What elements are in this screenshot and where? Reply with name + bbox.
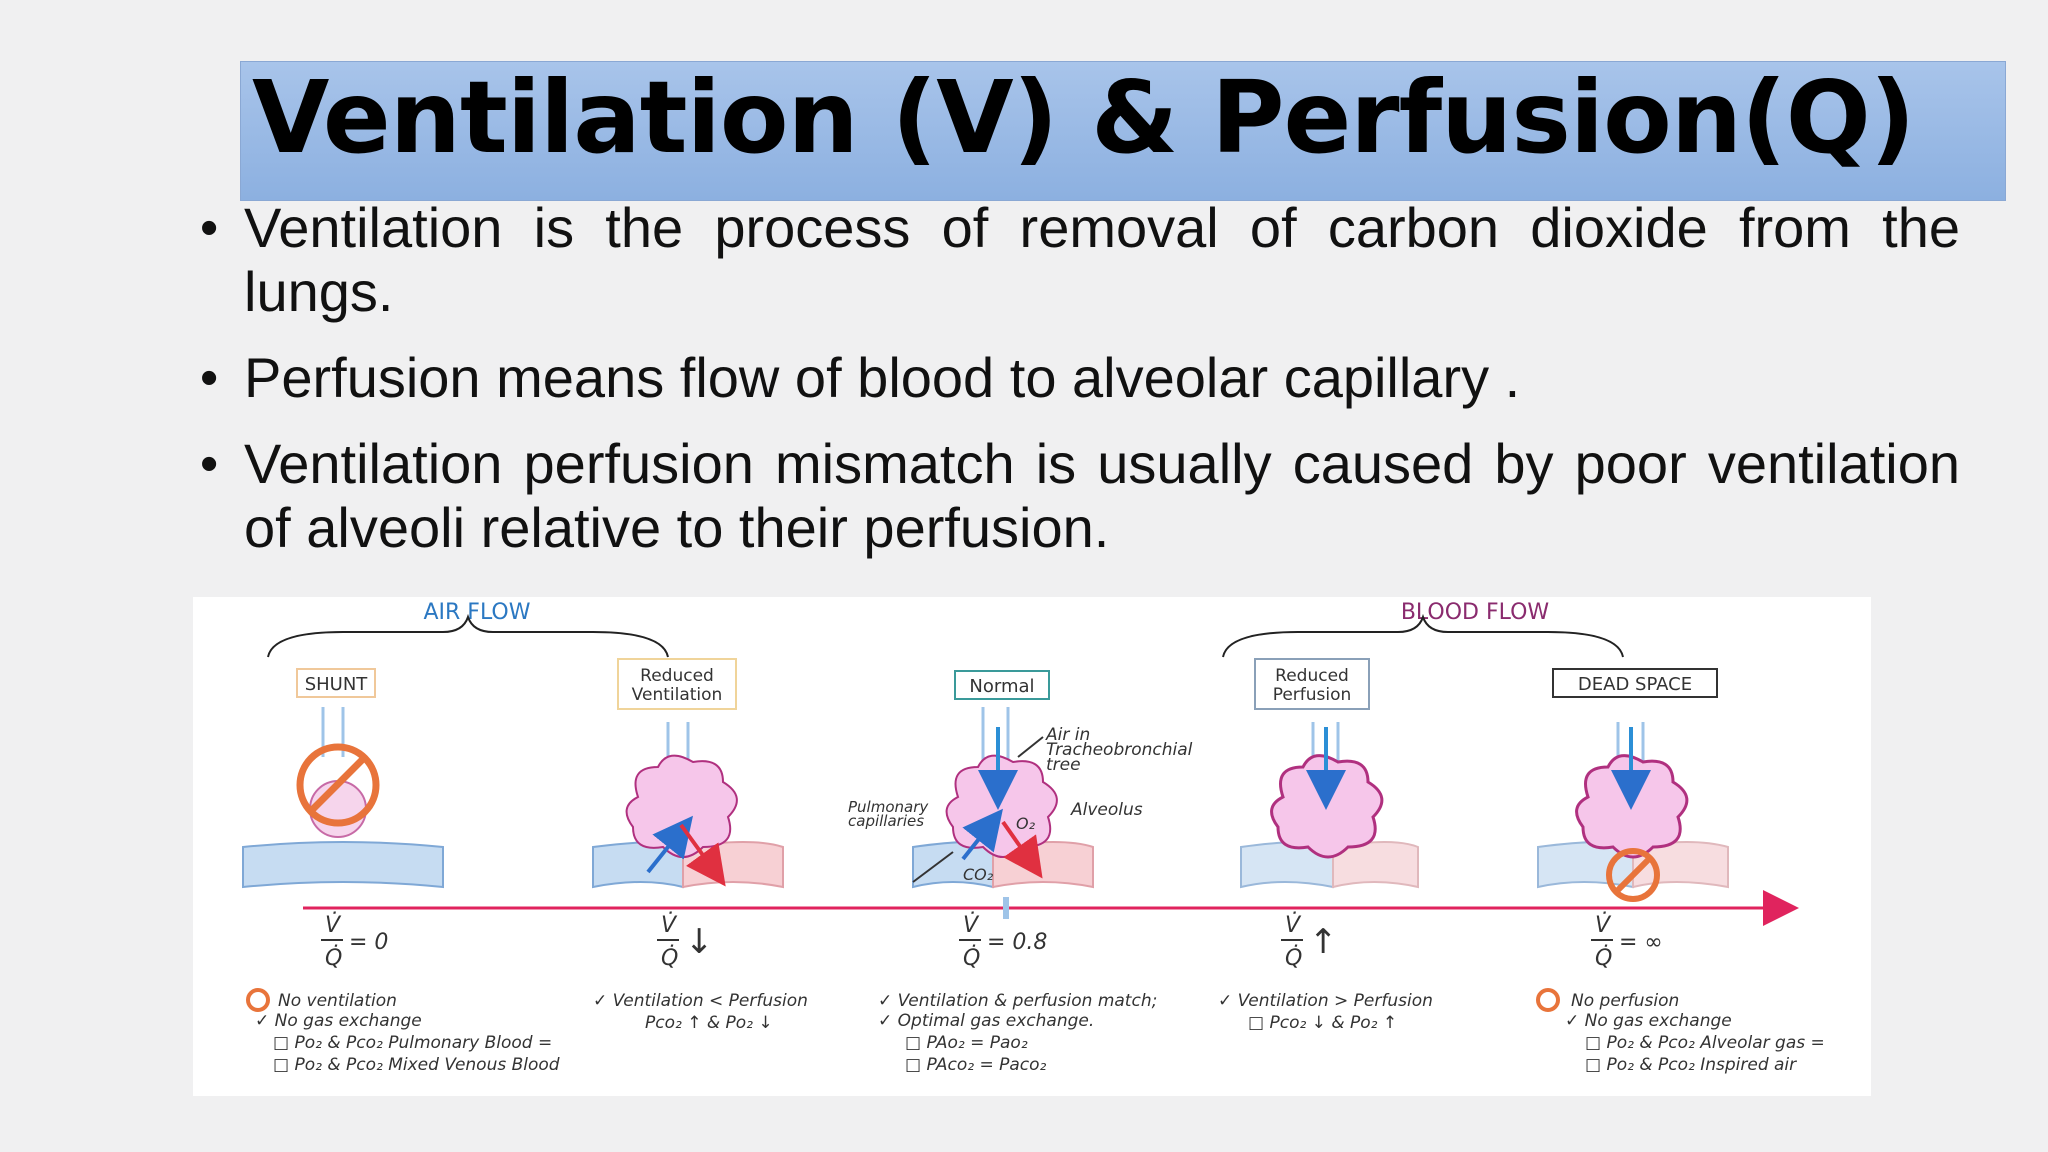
ratio-dead-space: V̇ Q̇ = ∞ xyxy=(1591,912,1663,971)
note-line: ✓ No gas exchange xyxy=(1565,1011,1732,1031)
ratio-q: Q̇ xyxy=(661,945,678,971)
no-ventilation-icon xyxy=(296,743,380,827)
bullet-item: • Ventilation is the process of removal o… xyxy=(200,196,1960,324)
vq-diagram-svg: AIR FLOW BLOOD FLOW SHUNT Reduced Ventil… xyxy=(242,600,1825,1075)
normal-box xyxy=(954,670,1050,700)
dead-space-label: DEAD SPACE xyxy=(1578,674,1692,695)
note-line: ✓ Ventilation & perfusion match; xyxy=(878,991,1157,1011)
tracheobronchial-label: Tracheobronchial xyxy=(1046,740,1193,760)
note-line: ✓ Ventilation < Perfusion xyxy=(593,991,808,1011)
air-flow-label: AIR FLOW xyxy=(423,600,530,625)
bullet-dot: • xyxy=(200,349,219,407)
ratio-normal: V̇ Q̇ = 0.8 xyxy=(959,912,1047,971)
no-perfusion-icon xyxy=(1606,848,1660,902)
notes-shunt: No ventilation ✓ No gas exchange □ Po₂ &… xyxy=(255,991,560,1075)
normal-co2-arrow xyxy=(1001,820,1043,879)
capillaries-label: capillaries xyxy=(848,812,924,830)
bullet-dot: • xyxy=(200,199,219,257)
note-line: □ Po₂ & Pco₂ Mixed Venous Blood xyxy=(273,1055,560,1075)
ratio-v: V̇ xyxy=(1595,912,1612,938)
note-line: □ Po₂ & Pco₂ Inspired air xyxy=(1585,1055,1797,1075)
bullet-item: • Ventilation perfusion mismatch is usual… xyxy=(200,432,1960,560)
normal-alveolus xyxy=(945,754,1058,858)
shunt-capillary xyxy=(242,841,444,889)
ratio-q: Q̇ xyxy=(325,945,342,971)
ratio-value: ↓ xyxy=(685,922,714,962)
no-ventilation-note-icon xyxy=(246,988,270,1012)
reduced-perfusion-label-1: Reduced xyxy=(1275,666,1349,686)
reduced-vent-alveolus xyxy=(625,754,738,858)
note-line: ✓ No gas exchange xyxy=(255,1011,422,1031)
notes-dead-space: No perfusion ✓ No gas exchange □ Po₂ & P… xyxy=(1565,991,1825,1075)
vq-diagram: AIR FLOW BLOOD FLOW SHUNT Reduced Ventil… xyxy=(193,597,1871,1096)
ratio-v: V̇ xyxy=(1285,912,1302,938)
title-banner xyxy=(240,61,2006,201)
ratio-q: Q̇ xyxy=(963,945,980,971)
slide-title: Ventilation (V) & Perfusion(Q) xyxy=(252,59,1915,176)
o2-label: O₂ xyxy=(1016,814,1036,833)
normal-label: Normal xyxy=(969,676,1034,697)
shunt-alveolus xyxy=(309,780,367,838)
ratio-v: V̇ xyxy=(325,912,342,938)
note-line: No perfusion xyxy=(1571,991,1679,1011)
alveolus-label: Alveolus xyxy=(1070,800,1143,820)
ratio-value: = 0 xyxy=(349,930,388,955)
note-line: □ Po₂ & Pco₂ Alveolar gas = xyxy=(1585,1033,1825,1053)
notes-reduced-ventilation: ✓ Ventilation < Perfusion Pco₂ ↑ & Po₂ ↓ xyxy=(593,991,808,1033)
ratio-q: Q̇ xyxy=(1285,945,1302,971)
note-line: □ Pco₂ ↓ & Po₂ ↑ xyxy=(1248,1013,1397,1033)
bullet-text: Ventilation perfusion mismatch is usuall… xyxy=(244,432,1960,559)
notes-normal: ✓ Ventilation & perfusion match; ✓ Optim… xyxy=(878,991,1157,1075)
note-line: No ventilation xyxy=(278,991,397,1011)
bullet-text: Perfusion means flow of blood to alveola… xyxy=(244,346,1521,409)
bullet-dot: • xyxy=(200,435,219,493)
normal-airway-pointer xyxy=(1017,736,1044,758)
note-line: Pco₂ ↑ & Po₂ ↓ xyxy=(645,1013,773,1033)
reduced-vent-o2-arrow xyxy=(646,815,693,874)
no-perfusion-icon-slash xyxy=(1613,855,1653,895)
reduced-perfusion-box xyxy=(1254,658,1370,710)
air-flow-brace xyxy=(267,613,669,658)
note-line: □ Po₂ & Pco₂ Pulmonary Blood = xyxy=(273,1033,552,1053)
co2-label: CO₂ xyxy=(963,865,994,884)
reduced-perfusion-label-2: Perfusion xyxy=(1273,685,1352,705)
reduced-vent-co2-arrow xyxy=(679,823,726,887)
no-ventilation-icon-slash xyxy=(308,754,368,814)
ratio-reduced-ventilation: V̇ Q̇ ↓ xyxy=(657,912,714,971)
note-line: ✓ Optimal gas exchange. xyxy=(878,1011,1094,1031)
blood-flow-label: BLOOD FLOW xyxy=(1401,600,1550,625)
ratio-v: V̇ xyxy=(661,912,678,938)
no-perfusion-note-icon xyxy=(1536,988,1560,1012)
normal-capillary-pointer xyxy=(912,851,954,883)
blood-flow-brace xyxy=(1222,613,1624,658)
reduced-ventilation-label-1: Reduced xyxy=(640,666,714,686)
ratio-value: = ∞ xyxy=(1619,930,1663,955)
shunt-label: SHUNT xyxy=(305,674,369,695)
dead-space-box xyxy=(1552,668,1718,698)
air-in-label: Air in xyxy=(1045,725,1090,745)
normal-o2-arrow xyxy=(961,808,1003,861)
ratio-value: ↑ xyxy=(1309,922,1338,962)
bullet-text: Ventilation is the process of removal of… xyxy=(244,196,1960,323)
note-line: □ PAco₂ = Paco₂ xyxy=(905,1055,1047,1075)
ratio-q: Q̇ xyxy=(1595,945,1612,971)
reduced-ventilation-label-2: Ventilation xyxy=(632,685,723,705)
reduced-ventilation-box xyxy=(617,658,737,710)
notes-reduced-perfusion: ✓ Ventilation > Perfusion □ Pco₂ ↓ & Po₂… xyxy=(1218,991,1433,1033)
bullet-item: • Perfusion means flow of blood to alveol… xyxy=(200,346,1960,410)
ratio-v: V̇ xyxy=(963,912,980,938)
ratio-shunt: V̇ Q̇ = 0 xyxy=(321,912,388,971)
tree-label: tree xyxy=(1046,755,1081,775)
ratio-value: = 0.8 xyxy=(987,930,1047,955)
note-line: □ PAo₂ = Pao₂ xyxy=(905,1033,1028,1053)
note-line: ✓ Ventilation > Perfusion xyxy=(1218,991,1433,1011)
bullet-list: • Ventilation is the process of removal o… xyxy=(200,196,1960,582)
pulmonary-label: Pulmonary xyxy=(848,798,929,816)
shunt-box xyxy=(296,668,376,698)
ratio-reduced-perfusion: V̇ Q̇ ↑ xyxy=(1281,912,1338,971)
